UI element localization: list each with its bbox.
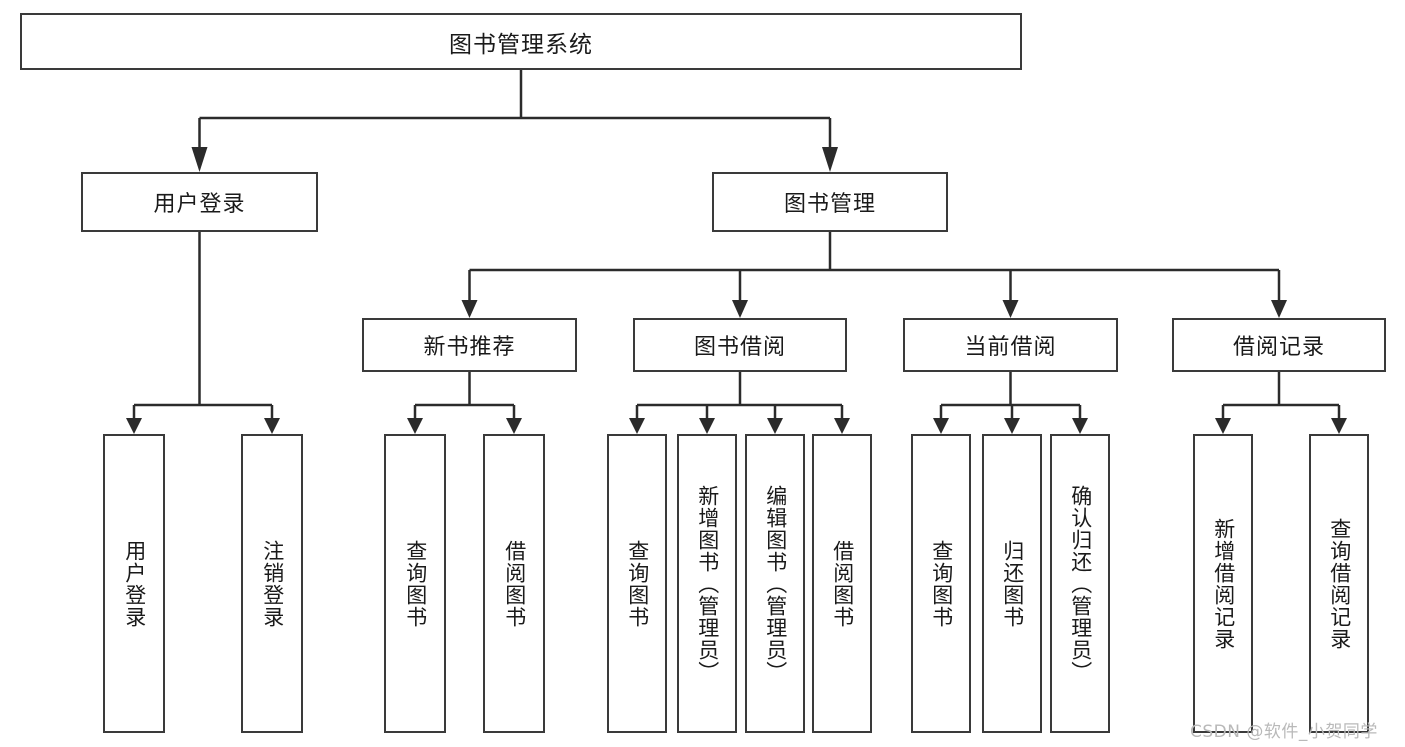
arrowhead-records [1271, 300, 1287, 318]
arrowhead-leaf-9 [933, 418, 949, 434]
arrowhead-leaf-5 [629, 418, 645, 434]
leaf-node[interactable]: 查询借阅记录 [1309, 434, 1369, 733]
arrowhead-borrow [732, 300, 748, 318]
arrowhead-current [1002, 300, 1019, 318]
node-label: 图书管理 [783, 192, 876, 217]
arrowhead-leaf-1 [126, 418, 142, 434]
root-node[interactable]: 图书管理系统 [20, 13, 1022, 70]
arrowhead-leaf-12 [1215, 418, 1231, 434]
branch-node[interactable]: 借阅记录 [1172, 318, 1386, 372]
leaf-node[interactable]: 用户登录 [103, 434, 165, 733]
node-label: 当前借阅 [964, 335, 1057, 360]
node-label: 用户登录 [122, 539, 147, 628]
arrowhead-leaf-10 [1004, 418, 1020, 434]
arrowhead-leaf-7 [767, 418, 783, 434]
arrowhead-leaf-6 [699, 418, 715, 434]
branch-node[interactable]: 新书推荐 [362, 318, 577, 372]
node-label: 图书管理系统 [449, 31, 593, 58]
arrowhead-bookmgmt [822, 147, 838, 172]
node-label: 借阅记录 [1232, 335, 1325, 360]
leaf-node[interactable]: 新增图书（管理员） [677, 434, 737, 733]
node-label: 借阅图书 [830, 539, 855, 628]
arrowhead-leaf-3 [407, 418, 423, 434]
node-label: 注销登录 [260, 539, 285, 628]
leaf-node[interactable]: 借阅图书 [812, 434, 872, 733]
node-label: 查询图书 [929, 539, 954, 628]
csdn-watermark: CSDN @软件_小贺同学 [1190, 722, 1378, 742]
leaf-node[interactable]: 查询图书 [607, 434, 667, 733]
arrowhead-leaf-2 [264, 418, 280, 434]
node-label: 查询借阅记录 [1327, 517, 1352, 650]
node-label: 编辑图书（管理员） [763, 484, 788, 683]
leaf-node[interactable]: 查询图书 [384, 434, 446, 733]
node-label: 用户登录 [153, 192, 246, 217]
leaf-node[interactable]: 借阅图书 [483, 434, 545, 733]
leaf-node[interactable]: 归还图书 [982, 434, 1042, 733]
node-label: 新书推荐 [423, 335, 516, 360]
arrowhead-login [191, 147, 208, 172]
node-label: 查询图书 [403, 539, 428, 628]
arrowhead-leaf-13 [1331, 418, 1347, 434]
arrowhead-leaf-8 [834, 418, 850, 434]
leaf-node[interactable]: 新增借阅记录 [1193, 434, 1253, 733]
leaf-node[interactable]: 查询图书 [911, 434, 971, 733]
node-label: 确认归还（管理员） [1068, 484, 1093, 683]
branch-node[interactable]: 用户登录 [81, 172, 318, 232]
branch-node[interactable]: 当前借阅 [903, 318, 1118, 372]
node-label: 查询图书 [625, 539, 650, 628]
node-label: 借阅图书 [502, 539, 527, 628]
branch-node[interactable]: 图书借阅 [633, 318, 847, 372]
leaf-node[interactable]: 确认归还（管理员） [1050, 434, 1110, 733]
leaf-node[interactable]: 注销登录 [241, 434, 303, 733]
arrowhead-leaf-11 [1072, 418, 1088, 434]
node-label: 新增借阅记录 [1211, 517, 1236, 650]
leaf-node[interactable]: 编辑图书（管理员） [745, 434, 805, 733]
arrowhead-newbook [461, 300, 478, 318]
node-label: 归还图书 [1000, 539, 1025, 628]
branch-node[interactable]: 图书管理 [712, 172, 948, 232]
node-label: 新增图书（管理员） [695, 484, 720, 683]
node-label: 图书借阅 [693, 335, 786, 360]
arrowhead-leaf-4 [506, 418, 522, 434]
